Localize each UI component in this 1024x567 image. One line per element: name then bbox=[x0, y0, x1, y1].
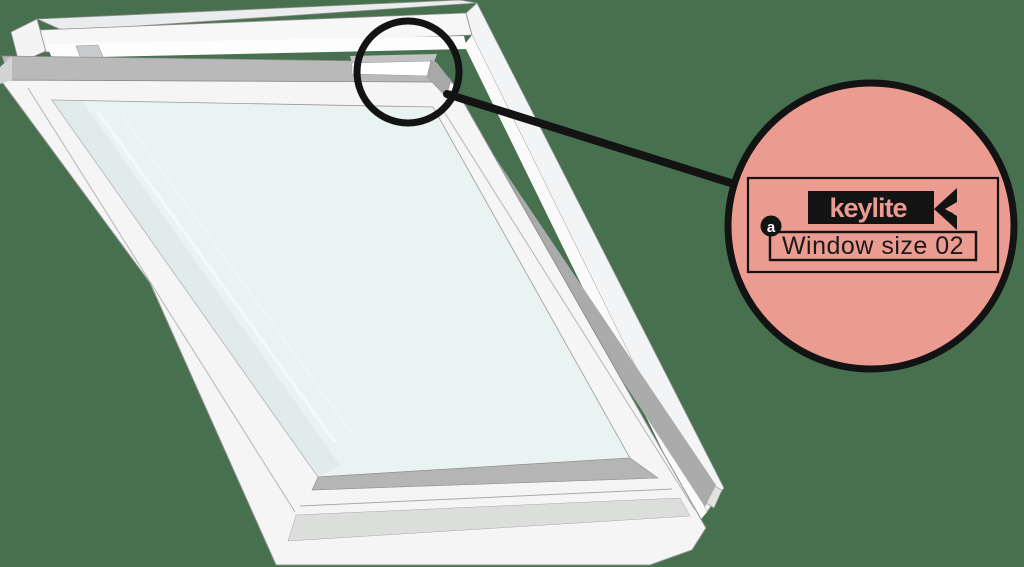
callout-connector-line bbox=[443, 90, 738, 188]
callout-bubble-circle bbox=[724, 79, 1018, 373]
front-left-seam-line bbox=[27, 87, 296, 513]
size-label-text: Window size 02 bbox=[782, 232, 964, 260]
size-label-box bbox=[768, 230, 978, 262]
glass-reflection bbox=[121, 115, 355, 437]
back-frame-reveal-band bbox=[46, 36, 467, 58]
sash-top-bar-left-end bbox=[0, 56, 12, 84]
bottom-frame-strip bbox=[287, 497, 691, 542]
hinge-bracket bbox=[75, 44, 104, 60]
label-outer-box bbox=[746, 176, 1000, 274]
brand-logo-box bbox=[808, 191, 934, 224]
brand-trademark-dot bbox=[949, 212, 953, 216]
brand-wordmark: keylite bbox=[829, 193, 907, 223]
marker-badge-letter: a bbox=[767, 219, 776, 236]
glass-reflection bbox=[471, 169, 605, 403]
brand-chevron-icon bbox=[934, 188, 957, 230]
marker-badge-a: a bbox=[760, 215, 782, 237]
brand-logo: keylite bbox=[808, 188, 957, 230]
magnifier-circle-icon bbox=[353, 17, 463, 127]
glass-reflection bbox=[96, 111, 337, 443]
front-right-seam-line bbox=[442, 109, 696, 511]
top-gap-highlight bbox=[351, 60, 435, 77]
callout-bubble: keylite Window size 02 a bbox=[724, 79, 1018, 373]
marker-badge-circle bbox=[760, 215, 782, 237]
roof-window-illustration bbox=[0, 0, 725, 566]
bottom-seam-line bbox=[299, 488, 673, 507]
top-gap-sliver bbox=[350, 54, 437, 63]
front-window bbox=[0, 54, 707, 566]
glass-edge-shade bbox=[52, 100, 340, 477]
sash-bottom-sill bbox=[311, 457, 659, 491]
